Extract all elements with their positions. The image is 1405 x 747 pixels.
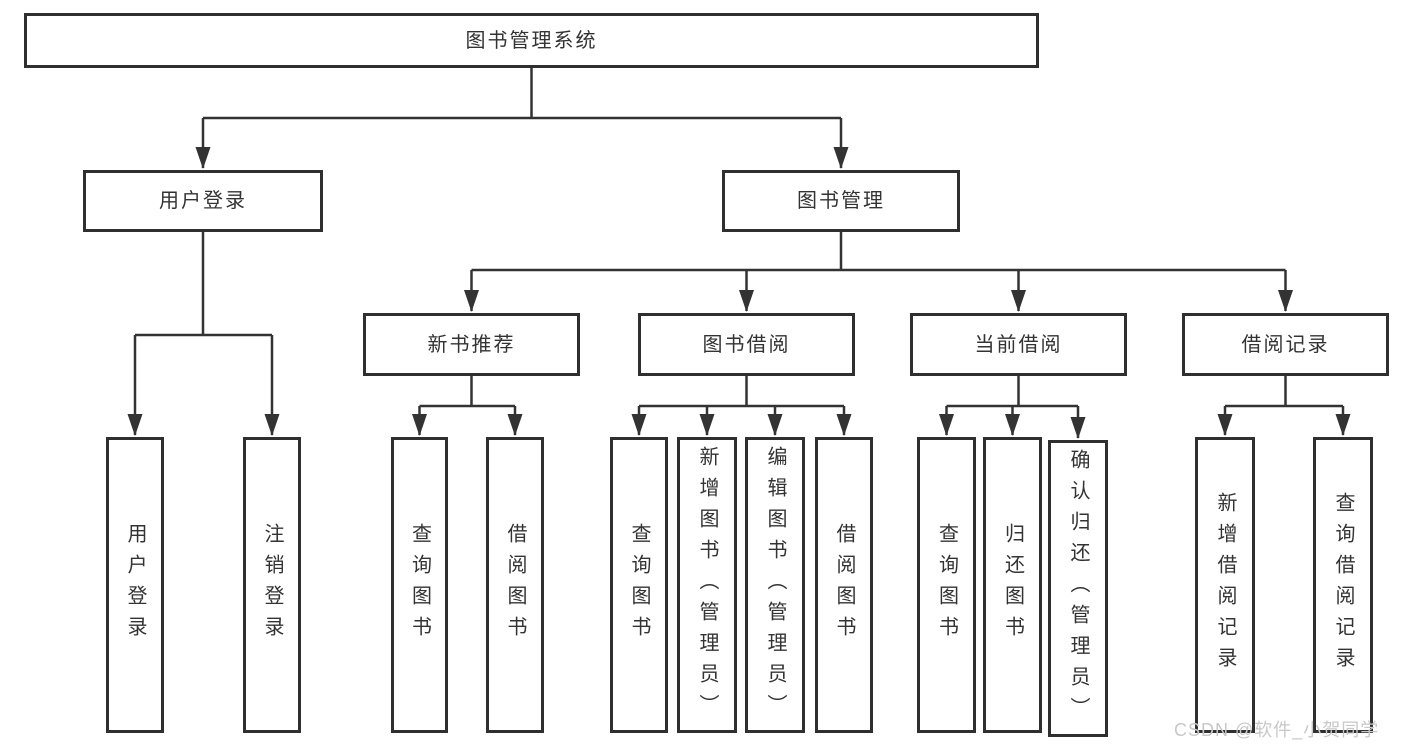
- node-current-borrow: 当前借阅: [910, 313, 1127, 376]
- leaf-query-borrow-record: 查询借阅记录: [1313, 437, 1373, 733]
- node-new-book-recommend: 新书推荐: [363, 313, 580, 376]
- node-book-management: 图书管理: [722, 170, 960, 232]
- leaf-borrow-books-recommend: 借阅图书: [486, 437, 544, 733]
- node-borrow-records: 借阅记录: [1182, 313, 1389, 376]
- leaf-borrow-books: 借阅图书: [815, 437, 873, 733]
- branch-skeleton: [135, 68, 1343, 408]
- leaf-add-borrow-record: 新增借阅记录: [1195, 437, 1255, 733]
- leaf-query-books-current: 查询图书: [917, 437, 976, 733]
- node-book-borrow: 图书借阅: [638, 313, 855, 376]
- leaf-logout: 注销登录: [243, 437, 301, 733]
- leaf-confirm-return-admin: 确认归还（管理员）: [1048, 440, 1108, 737]
- leaf-query-books-recommend: 查询图书: [391, 437, 448, 733]
- node-library-system: 图书管理系统: [24, 13, 1039, 68]
- node-user-login: 用户登录: [83, 170, 323, 232]
- arrow-connectors: [127, 118, 1351, 439]
- leaf-add-book-admin: 新增图书（管理员）: [677, 437, 737, 733]
- leaf-user-login: 用户登录: [106, 437, 164, 733]
- leaf-return-books: 归还图书: [983, 437, 1042, 733]
- csdn-watermark: CSDN @软件_小贺同学: [1174, 720, 1380, 740]
- leaf-query-books-borrow: 查询图书: [610, 437, 668, 733]
- leaf-edit-book-admin: 编辑图书（管理员）: [745, 437, 805, 733]
